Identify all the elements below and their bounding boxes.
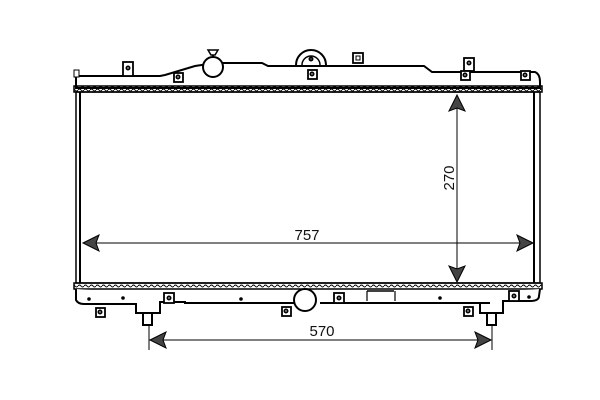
dimension-width: 757 <box>81 227 535 253</box>
bottom-mounting-tabs <box>95 290 520 318</box>
outlet-spacing-label: 570 <box>309 323 334 340</box>
height-dimension-label: 270 <box>441 165 458 190</box>
top-mounting-tabs <box>122 52 531 83</box>
bottom-tank <box>73 282 543 326</box>
width-dimension-label: 757 <box>294 227 319 244</box>
dimension-height: 270 <box>441 93 467 284</box>
radiator-core <box>75 91 541 284</box>
bottom-clip-marks <box>87 295 531 301</box>
filler-neck <box>202 49 327 78</box>
dimension-outlet-spacing: 570 <box>148 323 493 350</box>
